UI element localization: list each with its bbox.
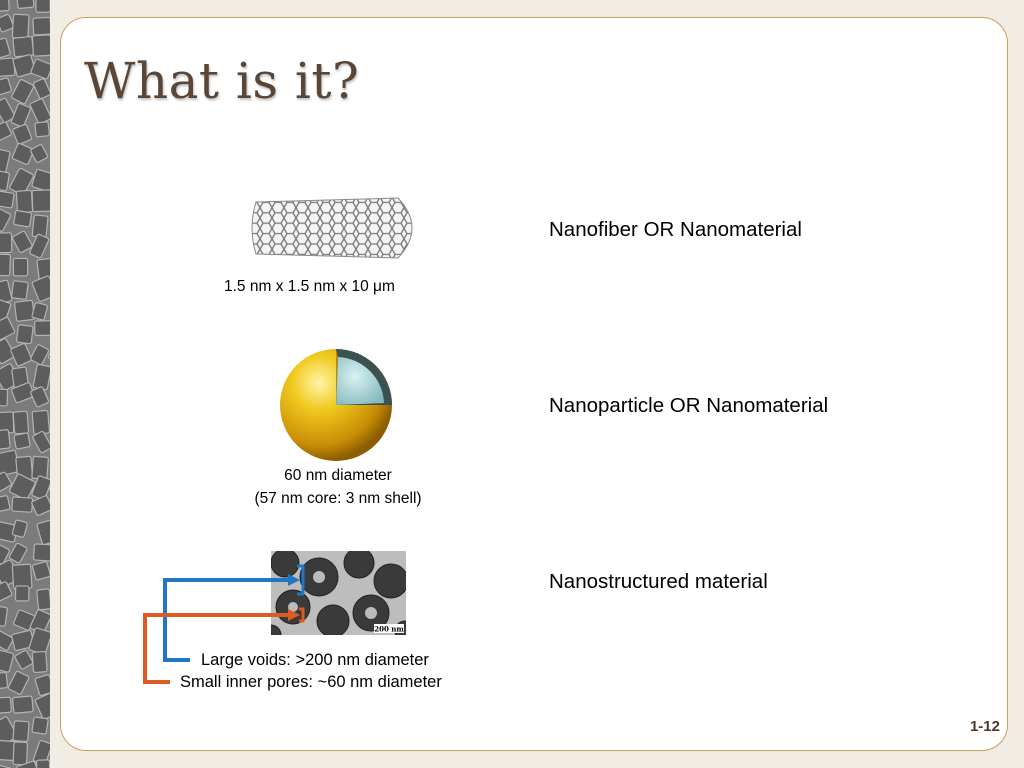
strip-tile [0,316,16,341]
strip-tile [31,495,50,516]
strip-tile [8,473,36,501]
strip-tile [34,121,50,138]
strip-tile [13,432,31,450]
strip-tile [0,649,14,673]
content-panel [60,17,1008,751]
page-number: 1-12 [969,718,1000,735]
strip-tile [34,674,50,696]
scale-bar-label: 200 nm [374,625,404,634]
strip-tile [0,169,10,192]
strip-tile [0,13,15,33]
strip-tile [0,77,12,96]
strip-tile [31,475,50,501]
annotation-large-voids: Large voids: >200 nm diameter [201,651,429,669]
strip-tile [29,233,50,259]
strip-tile [0,388,9,407]
strip-tile [0,232,13,254]
strip-tile [0,495,11,513]
strip-tile [31,716,49,735]
strip-tile [0,298,12,323]
small-pores-arrow [143,613,291,684]
strip-tile [0,148,11,173]
strip-tile [0,471,12,492]
strip-tile [31,189,50,213]
strip-tile [0,543,10,565]
strip-tile [11,382,35,404]
strip-tile [10,343,33,367]
strip-tile [13,209,33,228]
nanoparticle-caption: 60 nm diameter (57 nm core: 3 nm shell) [218,464,458,510]
caption-line-diameter: 60 nm diameter [284,467,392,484]
strip-tile [31,561,50,581]
label-nanofiber: Nanofiber OR Nanomaterial [549,218,802,241]
strip-tile [31,275,50,302]
strip-tile [11,280,29,300]
strip-tile [7,670,30,695]
strip-tile [30,58,50,80]
strip-tile [34,320,50,337]
strip-tile [32,430,50,454]
strip-tile [14,585,30,602]
large-voids-arrow [163,578,290,662]
strip-tile [0,629,14,651]
nanotube-caption: 1.5 nm x 1.5 nm x 10 μm [224,278,395,295]
strip-tile [16,0,35,9]
annotation-small-pores: Small inner pores: ~60 nm diameter [180,673,442,691]
strip-tile [11,142,35,165]
strip-tile [16,324,34,345]
strip-tile [0,208,12,232]
strip-tile [31,168,50,193]
strip-tile [0,37,11,59]
strip-tile [35,759,50,768]
strip-tile [36,519,50,546]
strip-tile [11,230,33,254]
strip-tile [0,97,16,124]
strip-tile [0,429,11,450]
strip-tile [8,542,28,564]
strip-tile [30,144,49,163]
strip-tile [31,302,49,321]
strip-tile [0,581,13,602]
strip-tile [32,16,50,36]
strip-tile [0,190,15,209]
strip-tile [10,102,31,128]
strip-tile [12,123,33,145]
strip-tile [12,741,28,766]
nanotube-image [251,197,413,259]
label-nanoparticle: Nanoparticle OR Nanomaterial [549,394,829,417]
strip-tile [14,649,34,670]
strip-tile [32,543,50,562]
strip-tile [30,386,50,408]
strip-tile [0,338,16,365]
strip-tile [34,692,50,720]
strip-tile [31,650,48,674]
strip-tile [32,78,50,100]
strip-tile [12,720,30,743]
decorative-side-strip [0,0,50,768]
label-nanostructured: Nanostructured material [549,570,768,593]
strip-tile [12,695,34,714]
caption-line-core-shell: (57 nm core: 3 nm shell) [254,490,422,507]
strip-tile [0,121,12,142]
strip-tile [30,344,50,366]
strip-tile [0,671,9,690]
strip-tile [36,588,50,611]
strip-tile [11,519,28,538]
strip-tile [31,34,50,57]
strip-tile [12,54,36,78]
core-shell-sphere-image [280,349,392,461]
slide-title: What is it? [84,52,360,110]
strip-tile [11,78,35,105]
strip-tile [0,696,12,714]
strip-tile [0,0,10,12]
strip-tile [12,257,29,277]
strip-tile [0,253,12,277]
strip-tile [0,605,8,627]
strip-tile [0,764,12,768]
strip-tile [35,0,50,13]
